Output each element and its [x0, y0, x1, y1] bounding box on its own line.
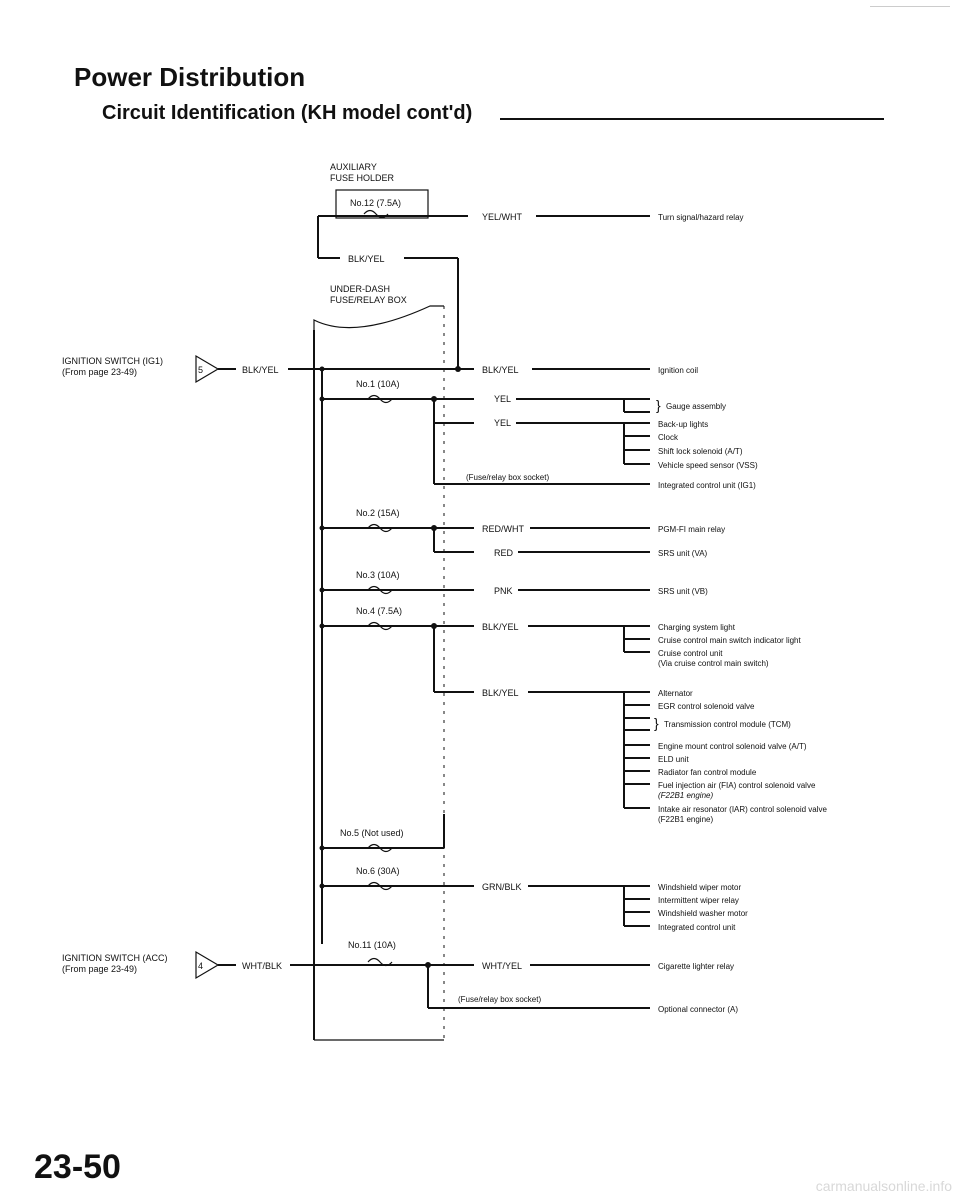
wire-blkyel-aux: BLK/YEL [348, 254, 385, 264]
box-top-break [313, 305, 444, 330]
load-optional-connector: Optional connector (A) [658, 1005, 738, 1014]
load-tcm: Transmission control module (TCM) [664, 720, 791, 729]
fuse-5-label: No.5 (Not used) [340, 828, 404, 838]
load-cigarette: Cigarette lighter relay [658, 962, 734, 971]
fuse-1-label: No.1 (10A) [356, 379, 400, 389]
top-edge-line [870, 6, 950, 7]
wire-blkyel-4a: BLK/YEL [482, 622, 519, 632]
load-backup: Back-up lights [658, 420, 708, 429]
load-gauge: Gauge assembly [666, 402, 726, 411]
load-washer: Windshield washer motor [658, 909, 748, 918]
wire-red: RED [494, 548, 514, 558]
acc-label-2: (From page 23-49) [62, 964, 137, 974]
ig1-pin: 5 [198, 365, 203, 375]
load-clock: Clock [658, 433, 679, 442]
fuse-12-label: No.12 (7.5A) [350, 198, 401, 208]
gauge-brace: } [656, 397, 661, 413]
load-cruise-unit: Cruise control unit [658, 649, 723, 658]
load-fia: Fuel injection air (FIA) control solenoi… [658, 781, 816, 790]
wire-blkyel-ign: BLK/YEL [482, 365, 519, 375]
ig1-label-1: IGNITION SWITCH (IG1) [62, 356, 163, 366]
load-ignition-coil: Ignition coil [658, 366, 698, 375]
load-charging: Charging system light [658, 623, 736, 632]
load-iar: Intake air resonator (IAR) control solen… [658, 805, 828, 814]
load-icu-ig1: Integrated control unit (IG1) [658, 481, 756, 490]
fuse-11-symbol [367, 957, 393, 967]
page-subtitle: Circuit Identification (KH model cont'd) [102, 102, 473, 124]
ig1-label-2: (From page 23-49) [62, 367, 137, 377]
wire-yel-1: YEL [494, 394, 511, 404]
socket-2-label: (Fuse/relay box socket) [458, 995, 541, 1004]
load-shiftlock: Shift lock solenoid (A/T) [658, 447, 743, 456]
wire-yelwht: YEL/WHT [482, 212, 523, 222]
load-iar-note: (F22B1 engine) [658, 815, 713, 824]
fuse-4-label: No.4 (7.5A) [356, 606, 402, 616]
load-alternator: Alternator [658, 689, 693, 698]
fuse-3-label: No.3 (10A) [356, 570, 400, 580]
load-eld: ELD unit [658, 755, 689, 764]
load-fia-note: (F22B1 engine) [658, 791, 713, 800]
box-header-1: UNDER-DASH [330, 284, 390, 294]
load-engine-mount: Engine mount control solenoid valve (A/T… [658, 742, 807, 751]
load-pgm: PGM-FI main relay [658, 525, 725, 534]
acc-pin: 4 [198, 961, 203, 971]
wire-grnblk: GRN/BLK [482, 882, 522, 892]
acc-wire: WHT/BLK [242, 961, 282, 971]
load-cruise-ind: Cruise control main switch indicator lig… [658, 636, 802, 645]
load-egr: EGR control solenoid valve [658, 702, 755, 711]
wire-blkyel-4b: BLK/YEL [482, 688, 519, 698]
watermark: carmanualsonline.info [815, 1178, 952, 1194]
load-srs-vb: SRS unit (VB) [658, 587, 708, 596]
acc-label-1: IGNITION SWITCH (ACC) [62, 953, 168, 963]
wire-pnk: PNK [494, 586, 513, 596]
fuse-2-label: No.2 (15A) [356, 508, 400, 518]
page-number: 23-50 [34, 1148, 121, 1186]
load-vss: Vehicle speed sensor (VSS) [658, 461, 758, 470]
load-wiper: Windshield wiper motor [658, 883, 741, 892]
load-srs-va: SRS unit (VA) [658, 549, 708, 558]
page-title: Power Distribution [74, 62, 306, 92]
socket-1-label: (Fuse/relay box socket) [466, 473, 549, 482]
box-header-2: FUSE/RELAY BOX [330, 295, 407, 305]
wire-yel-2: YEL [494, 418, 511, 428]
fuse-6-label: No.6 (30A) [356, 866, 400, 876]
load-icu: Integrated control unit [658, 923, 736, 932]
fuse-11-label: No.11 (10A) [348, 940, 396, 950]
load-int-wiper: Intermittent wiper relay [658, 896, 739, 905]
load-turn-signal: Turn signal/hazard relay [658, 213, 744, 222]
load-cruise-via: (Via cruise control main switch) [658, 659, 769, 668]
load-radiator: Radiator fan control module [658, 768, 757, 777]
wire-redwht: RED/WHT [482, 524, 524, 534]
ig1-wire: BLK/YEL [242, 365, 279, 375]
ig1-connector-icon [195, 354, 220, 384]
wire-whtyel: WHT/YEL [482, 961, 522, 971]
aux-header-2: FUSE HOLDER [330, 173, 395, 183]
acc-connector-icon [195, 950, 220, 980]
tcm-brace: } [654, 715, 659, 731]
aux-header-1: AUXILIARY [330, 162, 377, 172]
